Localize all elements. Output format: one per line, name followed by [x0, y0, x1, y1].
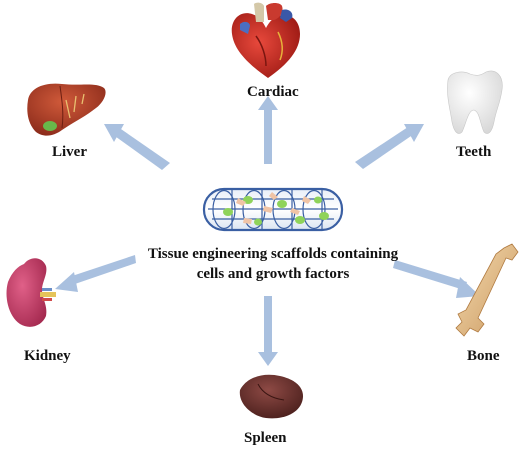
- arrow-to-kidney: [55, 255, 136, 292]
- teeth-label: Teeth: [456, 144, 492, 160]
- heart-icon: [231, 2, 300, 78]
- cardiac-label: Cardiac: [247, 84, 299, 100]
- liver-label: Liver: [52, 144, 87, 160]
- liver-icon: [27, 83, 106, 136]
- arrow-to-liver: [104, 124, 170, 170]
- arrow-to-cardiac: [258, 96, 278, 164]
- kidney-icon: [6, 258, 56, 327]
- scaffold-caption-line-2: cells and growth factors: [196, 266, 350, 282]
- bone-label: Bone: [467, 348, 500, 364]
- bone-icon: [455, 243, 519, 337]
- arrow-to-teeth: [355, 124, 424, 169]
- spleen-icon: [239, 374, 304, 419]
- kidney-label: Kidney: [24, 348, 71, 364]
- arrow-to-bone: [393, 260, 480, 298]
- scaffold-icon: [202, 187, 344, 232]
- scaffold-caption-line-1: Tissue engineering scaffolds containing: [147, 246, 399, 262]
- scaffold-caption: Tissue engineering scaffolds containing …: [133, 244, 413, 284]
- spleen-label: Spleen: [244, 430, 287, 446]
- arrows: [55, 96, 480, 366]
- tooth-icon: [447, 70, 503, 134]
- arrow-to-spleen: [258, 296, 278, 366]
